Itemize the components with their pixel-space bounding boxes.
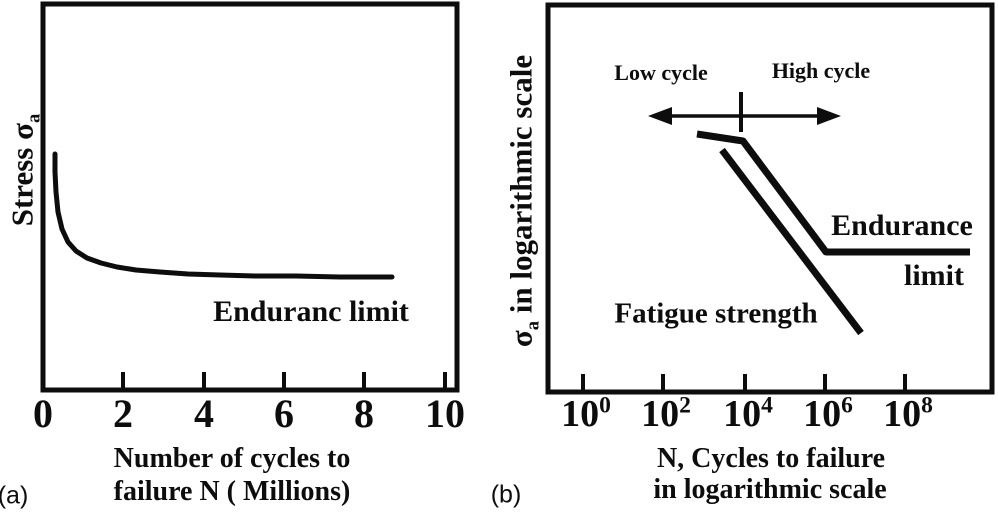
panel-a-x-tick-label-10: 10 — [425, 391, 465, 436]
panel-a-x-tick-label-4: 4 — [194, 391, 214, 436]
tick-exponent: 8 — [921, 392, 933, 419]
panel-b-x-tick-label-1e2: 102 — [641, 392, 691, 435]
panel-b-endurance-annotation: Endurance — [831, 209, 973, 242]
tick-exponent: 6 — [841, 392, 853, 419]
tick-exponent: 4 — [761, 392, 773, 419]
panel-b-x-tick-label-1e0: 100 — [561, 392, 611, 435]
panel-a-x-tick-label-0: 0 — [33, 391, 53, 436]
panel-b-frame — [545, 2, 995, 395]
tick-base: 10 — [561, 393, 600, 435]
panel-a-x-tick-label-6: 6 — [274, 391, 294, 436]
panel-b-limit-annotation: limit — [904, 259, 964, 292]
panel-b-y-axis-title: σa in logarithmic scale — [503, 54, 544, 348]
panel-a-endurance-limit-annotation: Enduranc limit — [213, 295, 409, 328]
panel-a-x-tick-label-8: 8 — [354, 391, 374, 436]
panel-a-tag: (a) — [0, 481, 29, 510]
panel-b-low-cycle-label: Low cycle — [614, 60, 708, 85]
tick-base: 10 — [803, 393, 842, 435]
cycle-range-arrow-left-head — [648, 107, 672, 125]
panel-b-sigma: σ — [503, 330, 539, 348]
panel-b-fatigue-strength-annotation: Fatigue strength — [614, 297, 818, 330]
panel-a-frame — [40, 1, 460, 393]
tick-base: 10 — [883, 393, 922, 435]
panel-b-x-axis-title-line1: N, Cycles to failure — [656, 443, 886, 474]
panel-b-high-cycle-label: High cycle — [771, 58, 871, 83]
sn-line-endurance — [696, 130, 970, 256]
panel-a-x-axis-title-line2: failure N ( Millions) — [113, 476, 351, 507]
panel-b-tag: (b) — [490, 480, 522, 509]
tick-exponent: 2 — [679, 392, 691, 419]
cycle-range-arrow-right-head — [817, 107, 841, 125]
panel-b-x-tick-label-1e8: 108 — [883, 392, 933, 435]
tick-base: 10 — [723, 393, 762, 435]
tick-exponent: 0 — [599, 392, 611, 419]
sn-line-fatigue — [719, 147, 864, 336]
panel-a-y-axis-title: Stress σa — [4, 114, 45, 227]
panel-a-sn-curve — [52, 151, 395, 280]
panel-b-x-tick-label-1e6: 106 — [803, 392, 853, 435]
panel-b-x-tick-label-1e4: 104 — [723, 392, 773, 435]
panel-b-y-axis-title-rest: in logarithmic scale — [503, 54, 539, 321]
panel-b-sigma-subscript: a — [522, 320, 544, 331]
panel-b-x-axis-title-line2: in logarithmic scale — [653, 474, 887, 505]
panel-a-x-axis-title-line1: Number of cycles to — [113, 443, 351, 474]
tick-base: 10 — [641, 393, 680, 435]
panel-a-x-tick-label-2: 2 — [113, 391, 133, 436]
panel-a-sigma-subscript: a — [23, 113, 45, 124]
panel-a-y-axis-title-text: Stress σ — [4, 123, 40, 227]
